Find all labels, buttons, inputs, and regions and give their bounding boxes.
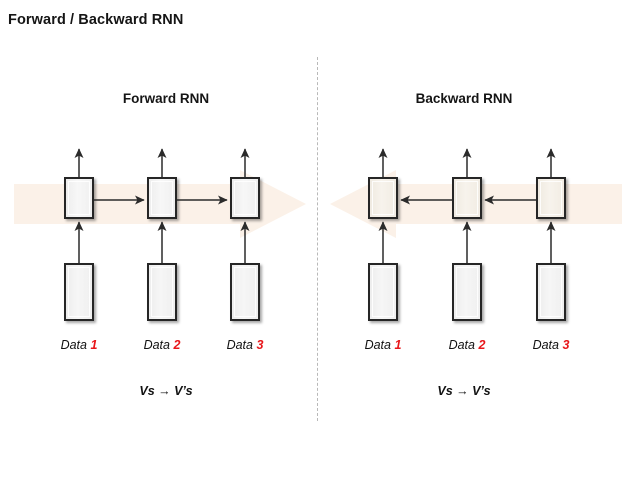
unit-highlight — [456, 267, 478, 317]
unit-highlight — [151, 267, 173, 317]
hidden-unit-backward-1[interactable] — [368, 177, 398, 219]
data-label-text: Data — [143, 338, 174, 352]
unit-highlight — [540, 181, 562, 215]
hidden-unit-backward-3[interactable] — [536, 177, 566, 219]
unit-highlight — [68, 181, 90, 215]
input-unit-forward-2[interactable] — [147, 263, 177, 321]
data-label-index: 3 — [256, 338, 264, 352]
data-label-backward-2: Data 2 — [429, 338, 505, 352]
data-label-text: Data — [532, 338, 563, 352]
input-unit-forward-3[interactable] — [230, 263, 260, 321]
input-unit-backward-3[interactable] — [536, 263, 566, 321]
unit-highlight — [234, 267, 256, 317]
data-label-index: 2 — [173, 338, 181, 352]
data-label-text: Data — [364, 338, 395, 352]
caption-backward: Vs → V’s — [437, 384, 491, 398]
panel-divider — [317, 57, 318, 421]
unit-highlight — [372, 181, 394, 215]
data-label-forward-3: Data 3 — [207, 338, 283, 352]
data-label-forward-1: Data 1 — [41, 338, 117, 352]
input-unit-backward-1[interactable] — [368, 263, 398, 321]
data-label-index: 3 — [562, 338, 570, 352]
unit-highlight — [372, 267, 394, 317]
panel-heading-forward: Forward RNN — [122, 91, 210, 106]
input-unit-backward-2[interactable] — [452, 263, 482, 321]
input-unit-forward-1[interactable] — [64, 263, 94, 321]
unit-highlight — [68, 267, 90, 317]
unit-highlight — [151, 181, 173, 215]
unit-highlight — [540, 267, 562, 317]
data-label-index: 1 — [394, 338, 402, 352]
data-label-forward-2: Data 2 — [124, 338, 200, 352]
hidden-unit-forward-3[interactable] — [230, 177, 260, 219]
data-label-index: 1 — [90, 338, 98, 352]
caption-forward: Vs → V’s — [139, 384, 193, 398]
data-label-backward-3: Data 3 — [513, 338, 589, 352]
hidden-unit-forward-1[interactable] — [64, 177, 94, 219]
data-label-text: Data — [226, 338, 257, 352]
unit-highlight — [234, 181, 256, 215]
data-label-text: Data — [60, 338, 91, 352]
data-label-backward-1: Data 1 — [345, 338, 421, 352]
page-title: Forward / Backward RNN — [8, 12, 184, 28]
panel-heading-backward: Backward RNN — [415, 91, 513, 106]
hidden-unit-backward-2[interactable] — [452, 177, 482, 219]
unit-highlight — [456, 181, 478, 215]
data-label-index: 2 — [478, 338, 486, 352]
hidden-unit-forward-2[interactable] — [147, 177, 177, 219]
data-label-text: Data — [448, 338, 479, 352]
